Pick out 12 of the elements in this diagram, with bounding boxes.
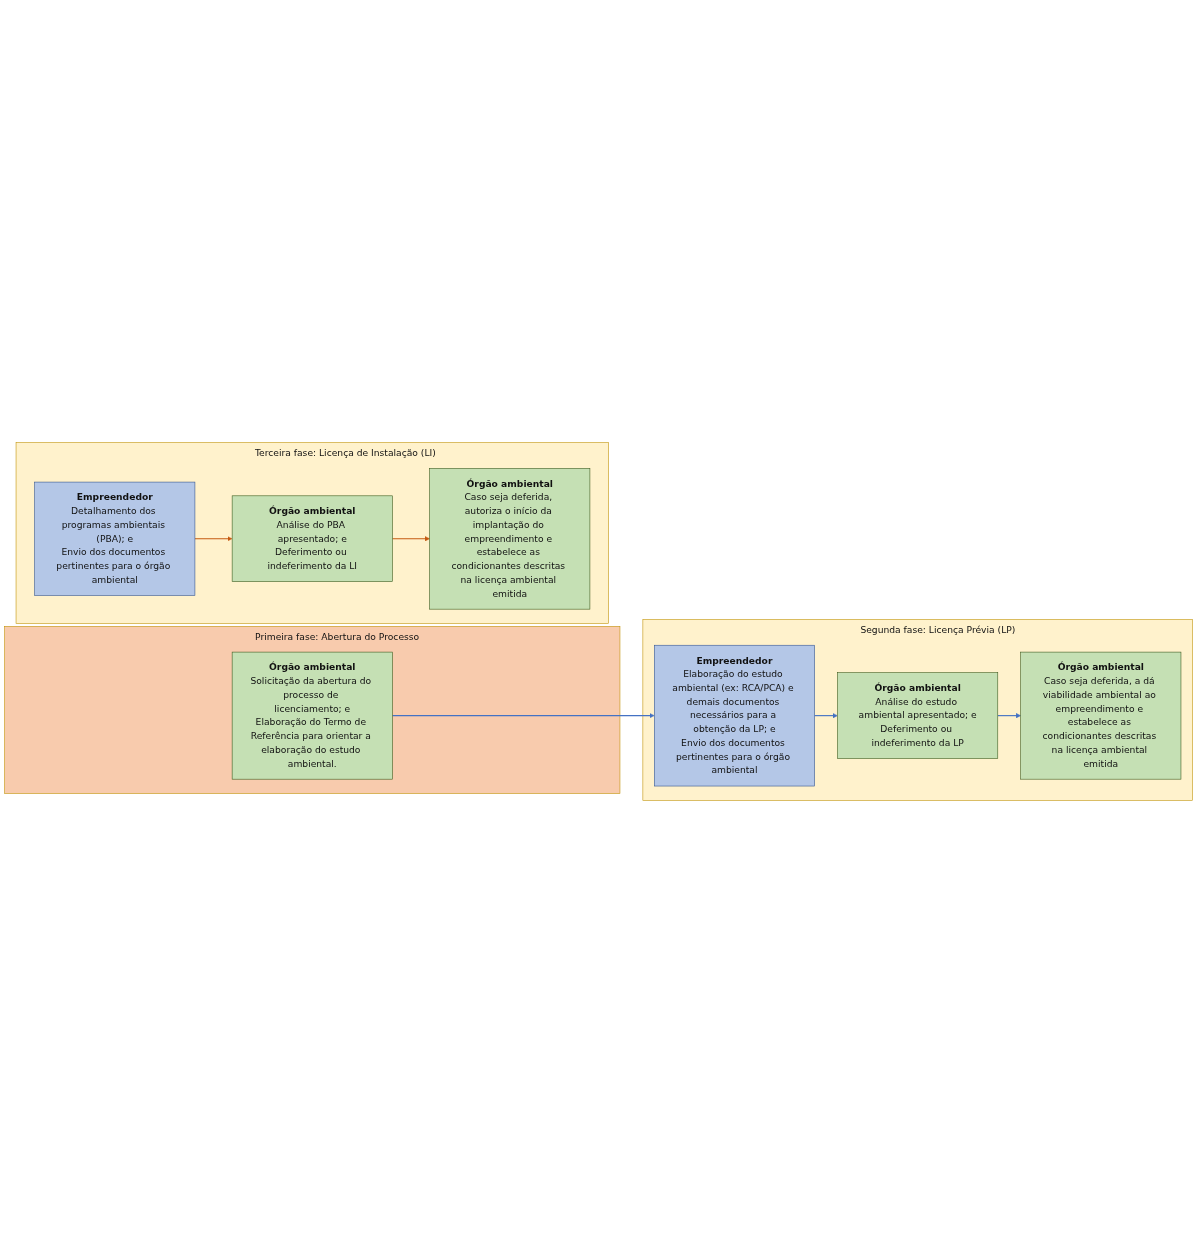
arrow xyxy=(194,535,233,541)
arrow xyxy=(814,712,838,718)
node-box: Empreendedor Elaboração do estudo ambiental (ex: RCA/PCA) e demais documentos necessários para a obtenção da LP; e Envio dos documentos pertinentes para o órgão ambiental xyxy=(654,644,815,786)
arrow xyxy=(997,712,1021,718)
node-box: Órgão ambiental Caso seja deferida, autoriza o início da implantação do empreendimento e estabelece as condicionantes descritas na licença ambiental emitida xyxy=(429,467,591,609)
node-box: Órgão ambiental Análise do PBA apresentado; e Deferimento ou indeferimento da LI xyxy=(231,495,393,582)
node-box: Órgão ambiental Caso seja deferida, a dá viabilidade ambiental ao empreendimento e estabelece as condicionantes descritas na licença ambiental emitida xyxy=(1020,651,1182,779)
arrow xyxy=(391,535,430,541)
arrow xyxy=(391,712,655,718)
node-box: Empreendedor Detalhamento dos programas ambientais (PBA); e Envio dos documentos pertinentes para o órgão ambiental xyxy=(34,481,196,596)
node-box: Órgão ambiental Solicitação da abertura do processo de licenciamento; e Elaboração do Termo de Referência para orientar a elaboração do estudo ambiental. xyxy=(231,651,393,779)
node-box: Órgão ambiental Análise do estudo ambiental apresentado; e Deferimento ou indeferimento da LP xyxy=(837,671,999,759)
